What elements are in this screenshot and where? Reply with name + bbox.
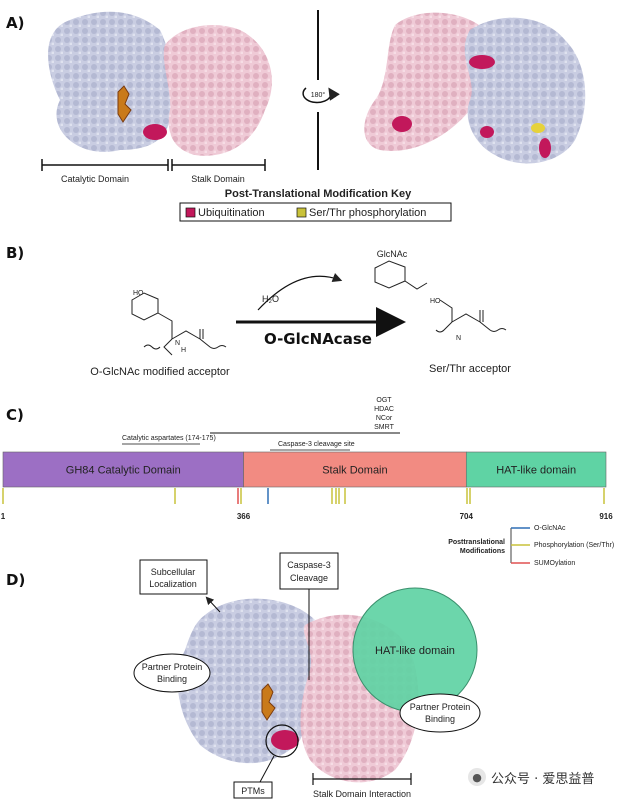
ptms-box	[233, 781, 273, 799]
phosphorylation-swatch	[296, 207, 307, 218]
partner-left-line1: Partner Protein	[142, 662, 203, 672]
product-ho: HO	[430, 298, 441, 305]
ptm-legend-title-line1: Posttranslational	[448, 539, 505, 546]
ptm-key-box	[179, 202, 452, 222]
panel-d-label: D)	[6, 571, 25, 589]
ptm-legend-title-line2: Modifications	[460, 548, 505, 555]
hat-domain-label: HAT-like domain	[375, 645, 455, 657]
wechat-icon: ●	[468, 768, 486, 786]
partner-right-line2: Binding	[425, 714, 455, 724]
aspartates-label: Catalytic aspartates (174-175)	[122, 435, 216, 442]
partner-ncor: NCor	[376, 415, 393, 422]
domain-segment-2	[465, 451, 607, 488]
partner-right-line1: Partner Protein	[410, 702, 471, 712]
ptm-legend-phosphorylation: Phosphorylation (Ser/Thr)	[534, 542, 614, 549]
caspase-site-label: Caspase-3 cleavage site	[278, 441, 355, 448]
substrate-structure	[131, 292, 227, 356]
watermark: ● 公众号 · 爱思益普	[468, 766, 628, 788]
ubiquitination-swatch	[185, 207, 196, 218]
domain-label-2: HAT-like domain	[496, 465, 576, 477]
phosphorylation-label: Ser/Thr phosphorylation	[309, 207, 426, 219]
ubiquitination-site	[143, 124, 167, 140]
stalk-interaction-label: Stalk Domain Interaction	[313, 789, 411, 799]
product-structure	[435, 299, 507, 333]
partner-ogt: OGT	[376, 397, 392, 404]
substrate-oh: HO	[133, 290, 144, 297]
panel-a-label: A)	[6, 14, 24, 32]
subcellular-line2: Localization	[149, 579, 197, 589]
ptm-highlight-circle	[265, 724, 299, 758]
ptm-legend-oglcnac: O-GlcNAc	[534, 525, 566, 532]
rotation-indicator: 180°	[302, 10, 340, 170]
position-label-3: 916	[599, 512, 613, 521]
panel-b-label: B)	[6, 244, 24, 262]
ligand-stick	[117, 85, 132, 123]
product-label: Ser/Thr acceptor	[429, 363, 511, 375]
domain-label-0: GH84 Catalytic Domain	[66, 465, 181, 477]
ptm-key-title: Post-Translational Modification Key	[225, 188, 412, 200]
substrate-n: N	[175, 340, 180, 347]
caspase-box	[279, 552, 339, 590]
domain-segment-1	[243, 451, 467, 488]
ptm-legend-sumoylation: SUMOylation	[534, 560, 575, 567]
subcellular-line1: Subcellular	[151, 567, 196, 577]
catalytic-domain-label: Catalytic Domain	[61, 174, 129, 184]
glcnac-structure	[374, 260, 428, 290]
partner-binding-left	[133, 653, 211, 693]
protein-surface-front	[48, 11, 272, 156]
water-arrow-icon	[257, 272, 343, 311]
position-label-1: 366	[237, 512, 251, 521]
glcnac-label: GlcNAc	[377, 249, 408, 259]
position-label-0: 1	[1, 512, 6, 521]
panel-c-label: C)	[6, 406, 24, 424]
ptm-legend: Posttranslational Modifications O-GlcNAc…	[448, 525, 614, 567]
ptm-ticks	[2, 488, 605, 504]
product-nh: N	[456, 335, 461, 342]
position-label-2: 704	[460, 512, 474, 521]
domain-bar: GH84 Catalytic Domain Stalk Domain HAT-lik…	[1, 451, 613, 521]
partner-binding-right	[399, 693, 481, 733]
subcellular-arrow-icon	[205, 596, 221, 613]
partner-hdac: HDAC	[374, 406, 394, 413]
stalk-domain-label: Stalk Domain	[191, 174, 245, 184]
enzyme-label: O-GlcNAcase	[264, 330, 372, 348]
substrate-label: O-GlcNAc modified acceptor	[90, 366, 230, 378]
ubiquitination-label: Ubiquitination	[198, 207, 265, 219]
substrate-nh: H	[181, 347, 186, 354]
water-label: H₂O	[262, 294, 279, 304]
domain-segment-0	[2, 451, 244, 488]
watermark-text: 公众号 · 爱思益普	[491, 771, 595, 787]
partner-left-line2: Binding	[157, 674, 187, 684]
protein-surface-back	[364, 12, 586, 164]
caspase-line1: Caspase-3	[287, 560, 331, 570]
domain-label-1: Stalk Domain	[322, 465, 387, 477]
caspase-line2: Cleavage	[290, 573, 328, 583]
partner-smrt: SMRT	[374, 424, 394, 431]
domain-brackets-a	[41, 159, 266, 171]
subcellular-box	[139, 559, 208, 595]
ptms-label: PTMs	[241, 786, 265, 796]
rotation-degrees: 180°	[311, 91, 326, 99]
rotate-arrow-icon	[302, 87, 340, 104]
